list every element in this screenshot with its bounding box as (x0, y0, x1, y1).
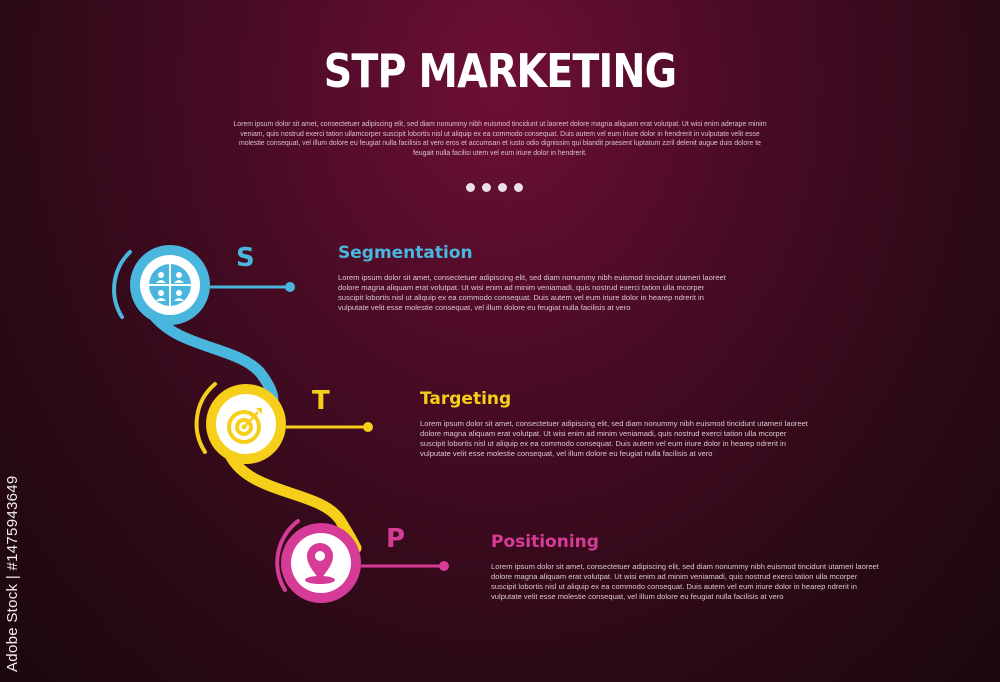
dot (466, 183, 475, 192)
step-letter-p: P (386, 524, 406, 554)
pie-chart-users-icon (149, 264, 191, 306)
pagination-dots (466, 183, 523, 192)
arc-accent (194, 382, 217, 454)
step-body-positioning: Lorem ipsum dolor sit amet, consectetuer… (491, 562, 879, 601)
arc-accent (112, 250, 132, 319)
step-letter-s: S (236, 243, 255, 273)
step-p-node (275, 519, 449, 603)
location-pin-icon (305, 543, 335, 584)
step-s-node (112, 245, 295, 325)
dot (514, 183, 523, 192)
step-body-segmentation: Lorem ipsum dolor sit amet, consectetuer… (338, 273, 726, 312)
step-t-node (194, 382, 373, 464)
stock-watermark-id: Adobe Stock | #1475943649 (4, 475, 21, 672)
step-letter-t: T (312, 386, 330, 416)
dot (482, 183, 491, 192)
step-title-positioning: Positioning (491, 532, 599, 552)
arc-accent (275, 519, 300, 592)
step-title-targeting: Targeting (420, 389, 512, 409)
target-arrow-icon (227, 408, 262, 444)
step-body-targeting: Lorem ipsum dolor sit amet, consectetuer… (420, 419, 808, 458)
dot (498, 183, 507, 192)
step-title-segmentation: Segmentation (338, 243, 473, 263)
page-title: STP MARKETING (323, 44, 677, 98)
intro-text: Lorem ipsum dolor sit amet, consectetuer… (233, 121, 767, 157)
